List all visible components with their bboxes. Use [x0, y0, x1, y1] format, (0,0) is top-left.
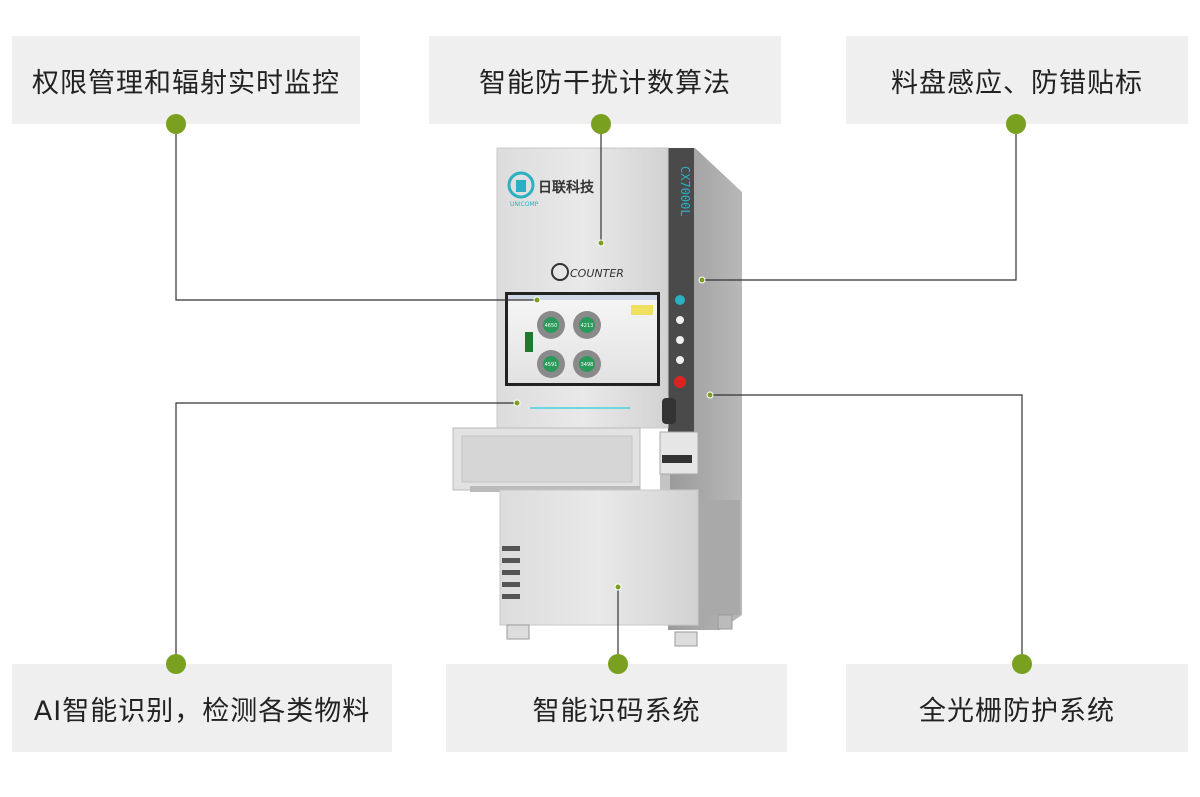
- feature-label-reel-sensing-labeling: 料盘感应、防错贴标: [846, 36, 1188, 124]
- reel-count: 4591: [545, 362, 558, 368]
- feature-label-ai-recognition: AI智能识别，检测各类物料: [12, 664, 392, 752]
- callout-dot: [1006, 114, 1026, 134]
- vent-grille: [502, 546, 520, 599]
- brand-name: 日联科技: [538, 179, 595, 196]
- brand-name-en: UNICOMP: [510, 201, 539, 208]
- anchor-dot: [513, 399, 521, 407]
- callout-line-tl: [175, 124, 537, 301]
- product-logo: COUNTER: [570, 267, 624, 280]
- screen-reel-images: [537, 311, 601, 378]
- power-indicator-icon: [675, 295, 685, 305]
- label-printer: [659, 431, 699, 475]
- control-button: [676, 336, 684, 344]
- anchor-dot: [533, 296, 541, 304]
- feature-text: 智能识码系统: [532, 695, 701, 727]
- emergency-stop-icon: [674, 376, 686, 388]
- control-button: [676, 316, 684, 324]
- feature-text: 料盘感应、防错贴标: [891, 67, 1143, 99]
- reel-count: 4213: [581, 323, 594, 329]
- anchor-dot: [698, 276, 706, 284]
- anchor-dot: [706, 391, 714, 399]
- feature-text: AI智能识别，检测各类物料: [33, 695, 371, 727]
- caster-wheel: [674, 631, 698, 647]
- callout-dot: [166, 654, 186, 674]
- feature-text: 全光栅防护系统: [919, 695, 1115, 727]
- x-logo-icon: [551, 263, 569, 281]
- anchor-dot: [614, 583, 622, 591]
- feature-label-anti-interference-algorithm: 智能防干扰计数算法: [429, 36, 781, 124]
- barcode-scanner-icon: [662, 398, 676, 424]
- callout-dot: [608, 654, 628, 674]
- reel-count: 4650: [545, 323, 558, 329]
- feature-text: 权限管理和辐射实时监控: [32, 67, 340, 99]
- callout-dot: [1012, 654, 1032, 674]
- reel-count: 3498: [581, 362, 594, 368]
- feature-label-code-recognition: 智能识码系统: [446, 664, 787, 752]
- model-label: CX7000L: [678, 166, 692, 217]
- machine-lower-cabinet: [499, 489, 699, 626]
- caster-wheel: [717, 614, 733, 630]
- feature-text: 智能防干扰计数算法: [479, 67, 731, 99]
- feature-label-permission-monitoring: 权限管理和辐射实时监控: [12, 36, 360, 124]
- unicomp-logo-icon: [507, 171, 535, 199]
- feature-label-light-curtain: 全光栅防护系统: [846, 664, 1188, 752]
- callout-dot: [166, 114, 186, 134]
- callout-line-tr: [702, 124, 1017, 281]
- caster-wheel: [506, 624, 530, 640]
- anchor-dot: [597, 239, 605, 247]
- callout-line-bl: [175, 402, 517, 664]
- callout-line-br: [710, 394, 1023, 664]
- control-button: [676, 356, 684, 364]
- callout-dot: [591, 114, 611, 134]
